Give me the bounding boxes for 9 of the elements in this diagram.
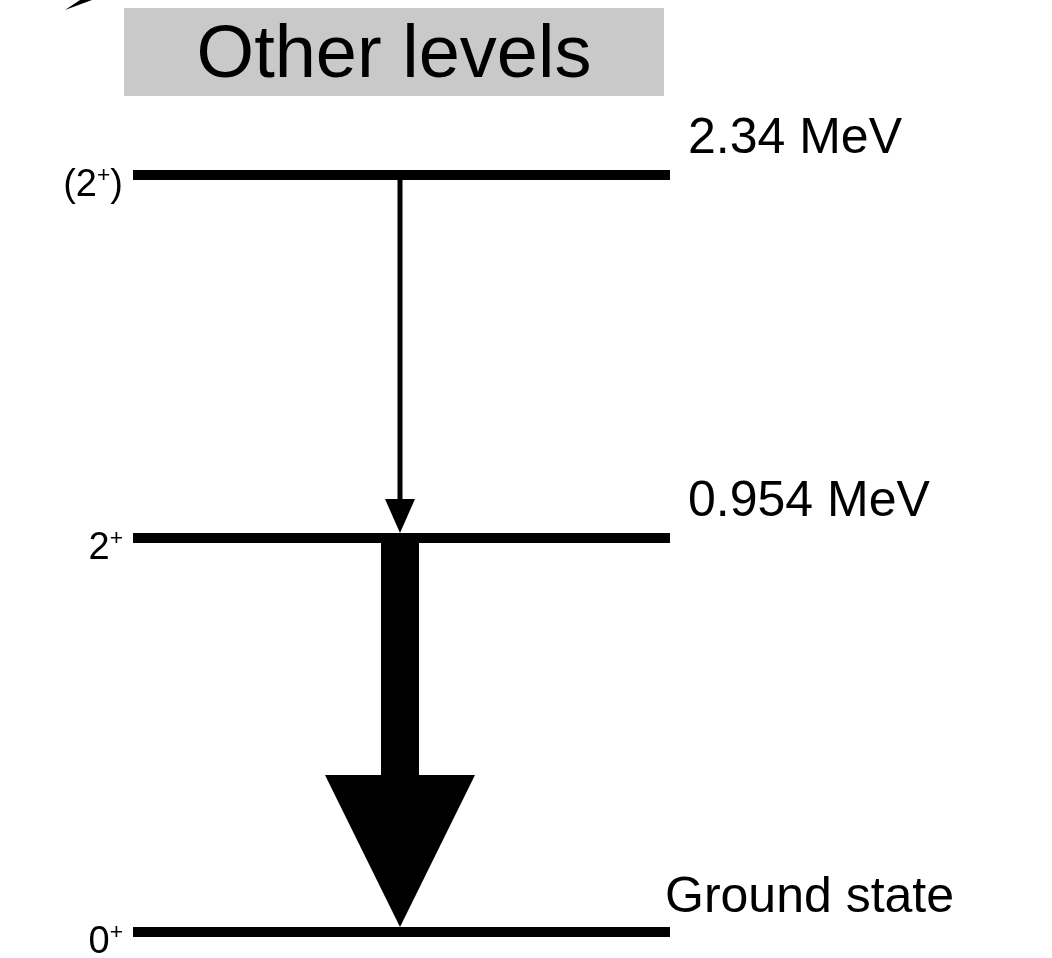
spin-parity-label: 0$^{+}$: [87, 917, 123, 958]
gamma-transition-arrow: [325, 543, 475, 927]
energy-label: 0.954 MeV: [688, 471, 930, 527]
energy-label: Ground state: [665, 867, 955, 923]
level-group-label: Other levels: [124, 8, 664, 96]
energy-label: 2.34 MeV: [688, 108, 902, 164]
spin-parity-label: (2$^{+}$): [62, 160, 123, 205]
spin-parity-label: 2$^{+}$: [87, 523, 123, 568]
gamma-transition-arrow: [385, 180, 415, 533]
